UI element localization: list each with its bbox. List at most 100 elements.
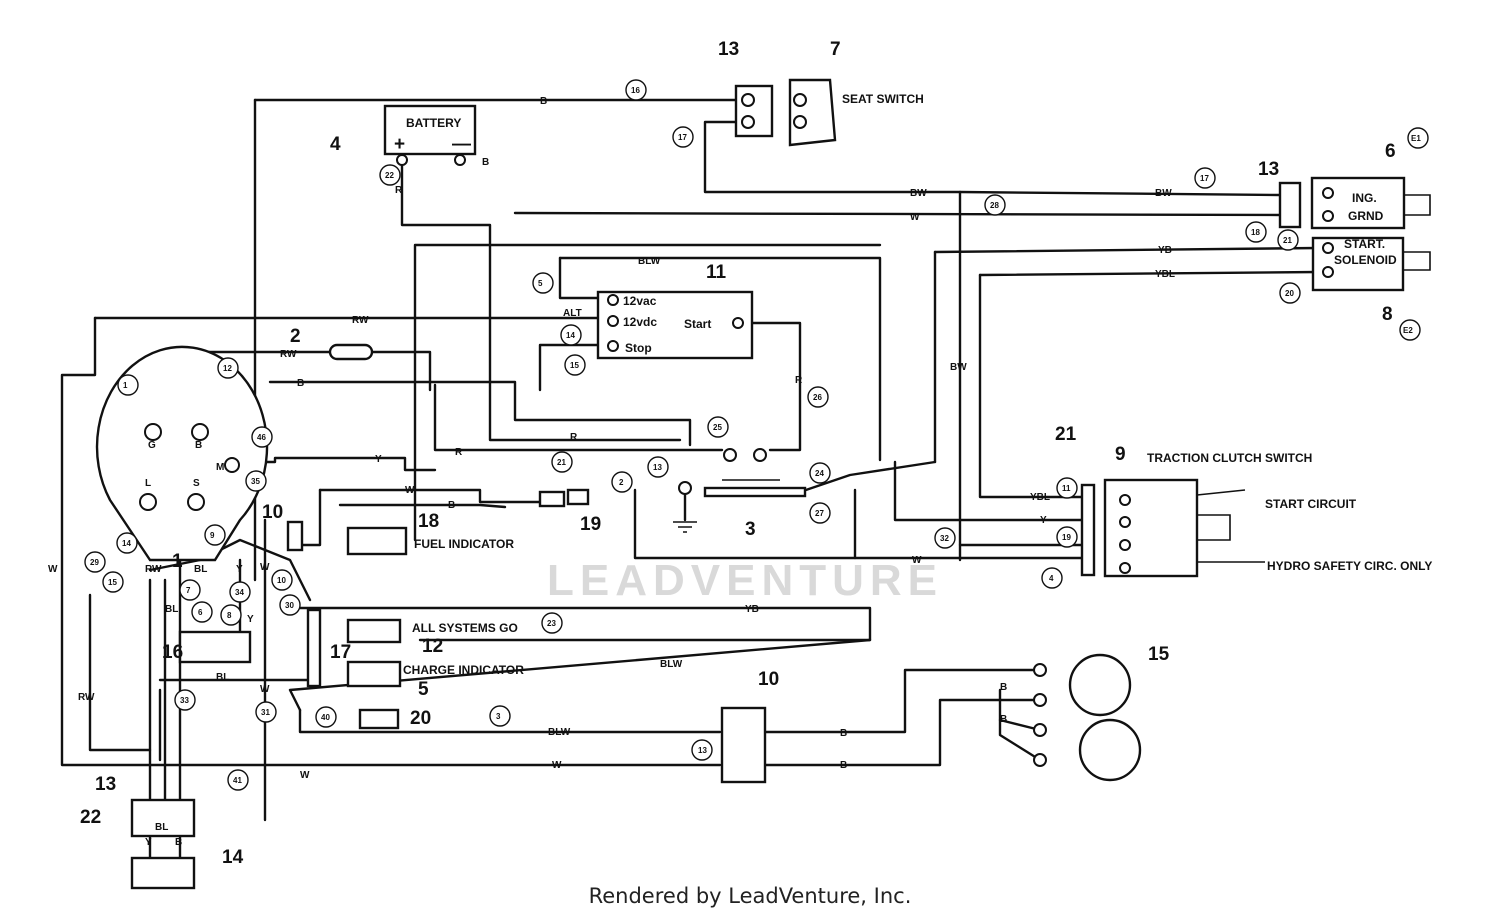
svg-text:12vdc: 12vdc — [623, 315, 657, 329]
svg-text:35: 35 — [251, 477, 260, 486]
svg-text:B: B — [297, 378, 304, 389]
svg-text:BW: BW — [910, 188, 927, 199]
svg-text:B: B — [840, 728, 847, 739]
svg-text:21: 21 — [1055, 424, 1077, 445]
svg-text:BLW: BLW — [548, 727, 571, 738]
svg-text:1: 1 — [123, 381, 128, 390]
svg-text:21: 21 — [557, 458, 566, 467]
svg-text:33: 33 — [180, 696, 189, 705]
svg-text:10: 10 — [277, 576, 286, 585]
svg-text:2: 2 — [619, 478, 624, 487]
wire-network — [60, 98, 1320, 862]
svg-text:CHARGE INDICATOR: CHARGE INDICATOR — [403, 663, 524, 677]
svg-text:—: — — [452, 134, 471, 155]
seat-switch: SEAT SWITCH — [734, 78, 924, 147]
svg-text:9: 9 — [1115, 444, 1126, 465]
svg-text:BW: BW — [950, 362, 967, 373]
svg-text:28: 28 — [990, 201, 999, 210]
svg-text:23: 23 — [547, 619, 556, 628]
connector-10a — [286, 520, 304, 552]
svg-text:12: 12 — [223, 364, 232, 373]
svg-text:8: 8 — [1382, 304, 1393, 325]
svg-text:RW: RW — [78, 692, 95, 703]
svg-text:START CIRCUIT: START CIRCUIT — [1265, 497, 1357, 511]
fuse — [328, 343, 374, 361]
svg-text:22: 22 — [80, 807, 101, 828]
svg-text:6: 6 — [1385, 141, 1396, 162]
svg-text:Y: Y — [236, 564, 243, 575]
svg-text:31: 31 — [261, 708, 270, 717]
svg-text:11: 11 — [706, 262, 727, 283]
svg-text:Y: Y — [1040, 515, 1047, 526]
svg-text:BL: BL — [216, 672, 229, 683]
svg-text:Start: Start — [684, 317, 711, 331]
wire-numbers: 16 17 17 28 18 21 20 22 5 14 15 12 1 46 … — [84, 79, 1301, 791]
svg-text:B: B — [1000, 714, 1007, 725]
svg-text:GRND: GRND — [1348, 209, 1384, 223]
svg-text:YBL: YBL — [1155, 269, 1175, 280]
svg-text:8: 8 — [227, 611, 232, 620]
svg-text:ALT: ALT — [563, 308, 582, 319]
svg-text:30: 30 — [285, 601, 294, 610]
svg-text:W: W — [48, 564, 58, 575]
svg-text:4: 4 — [1049, 574, 1054, 583]
fuel-sender — [538, 490, 566, 508]
svg-text:BW: BW — [1155, 188, 1172, 199]
fuel-connector — [566, 488, 590, 506]
svg-text:E2: E2 — [1403, 326, 1413, 335]
svg-text:BL: BL — [165, 604, 178, 615]
svg-text:12: 12 — [422, 636, 443, 657]
svg-text:16: 16 — [631, 86, 640, 95]
svg-text:+: + — [394, 134, 405, 155]
svg-text:20: 20 — [410, 708, 431, 729]
svg-text:29: 29 — [90, 558, 99, 567]
svg-text:W: W — [405, 485, 415, 496]
headlights — [1033, 653, 1142, 782]
svg-text:13: 13 — [653, 463, 662, 472]
svg-text:B: B — [448, 500, 455, 511]
svg-text:25: 25 — [713, 423, 722, 432]
svg-text:BATTERY: BATTERY — [406, 116, 461, 130]
svg-text:15: 15 — [1148, 644, 1170, 665]
svg-text:FUEL INDICATOR: FUEL INDICATOR — [414, 537, 514, 551]
svg-text:24: 24 — [815, 469, 824, 478]
charge-indicator: CHARGE INDICATOR — [346, 660, 524, 688]
svg-text:18: 18 — [418, 511, 439, 532]
svg-text:14: 14 — [566, 331, 575, 340]
svg-text:Y: Y — [145, 837, 152, 848]
svg-text:S: S — [193, 478, 200, 489]
fuel-indicator: FUEL INDICATOR — [346, 526, 514, 556]
svg-text:B: B — [482, 157, 489, 168]
svg-text:13: 13 — [1258, 159, 1279, 180]
svg-text:SEAT SWITCH: SEAT SWITCH — [842, 92, 924, 106]
svg-text:START.: START. — [1344, 237, 1385, 251]
svg-text:26: 26 — [813, 393, 822, 402]
svg-text:13: 13 — [718, 39, 739, 60]
svg-text:YB: YB — [1158, 245, 1172, 256]
svg-text:RW: RW — [352, 315, 369, 326]
svg-text:14: 14 — [122, 539, 131, 548]
svg-text:17: 17 — [678, 133, 687, 142]
svg-text:5: 5 — [418, 679, 429, 700]
svg-text:BL: BL — [155, 822, 168, 833]
svg-text:13: 13 — [95, 774, 116, 795]
all-systems-go: ALL SYSTEMS GO — [346, 618, 518, 644]
svg-text:3: 3 — [496, 712, 501, 721]
svg-text:13: 13 — [698, 746, 707, 755]
start-solenoid: START. SOLENOID — [1311, 236, 1431, 292]
watermark: LEADVENTURE — [547, 556, 943, 605]
svg-text:32: 32 — [940, 534, 949, 543]
svg-text:R: R — [455, 447, 463, 458]
svg-text:10: 10 — [758, 669, 779, 690]
svg-text:SOLENOID: SOLENOID — [1334, 253, 1397, 267]
svg-text:W: W — [912, 555, 922, 566]
svg-text:ING.: ING. — [1352, 191, 1377, 205]
svg-text:W: W — [300, 770, 310, 781]
callouts: 13 7 4 6 13 8 11 2 3 21 9 10 18 19 1 12 … — [80, 39, 1429, 868]
svg-text:9: 9 — [210, 531, 215, 540]
svg-text:7: 7 — [830, 39, 841, 60]
svg-text:TRACTION CLUTCH SWITCH: TRACTION CLUTCH SWITCH — [1147, 451, 1312, 465]
svg-text:HYDRO SAFETY CIRC. ONLY: HYDRO SAFETY CIRC. ONLY — [1267, 559, 1432, 573]
ignition-ground: ING. GRND — [1278, 176, 1431, 230]
svg-text:M: M — [216, 462, 224, 473]
